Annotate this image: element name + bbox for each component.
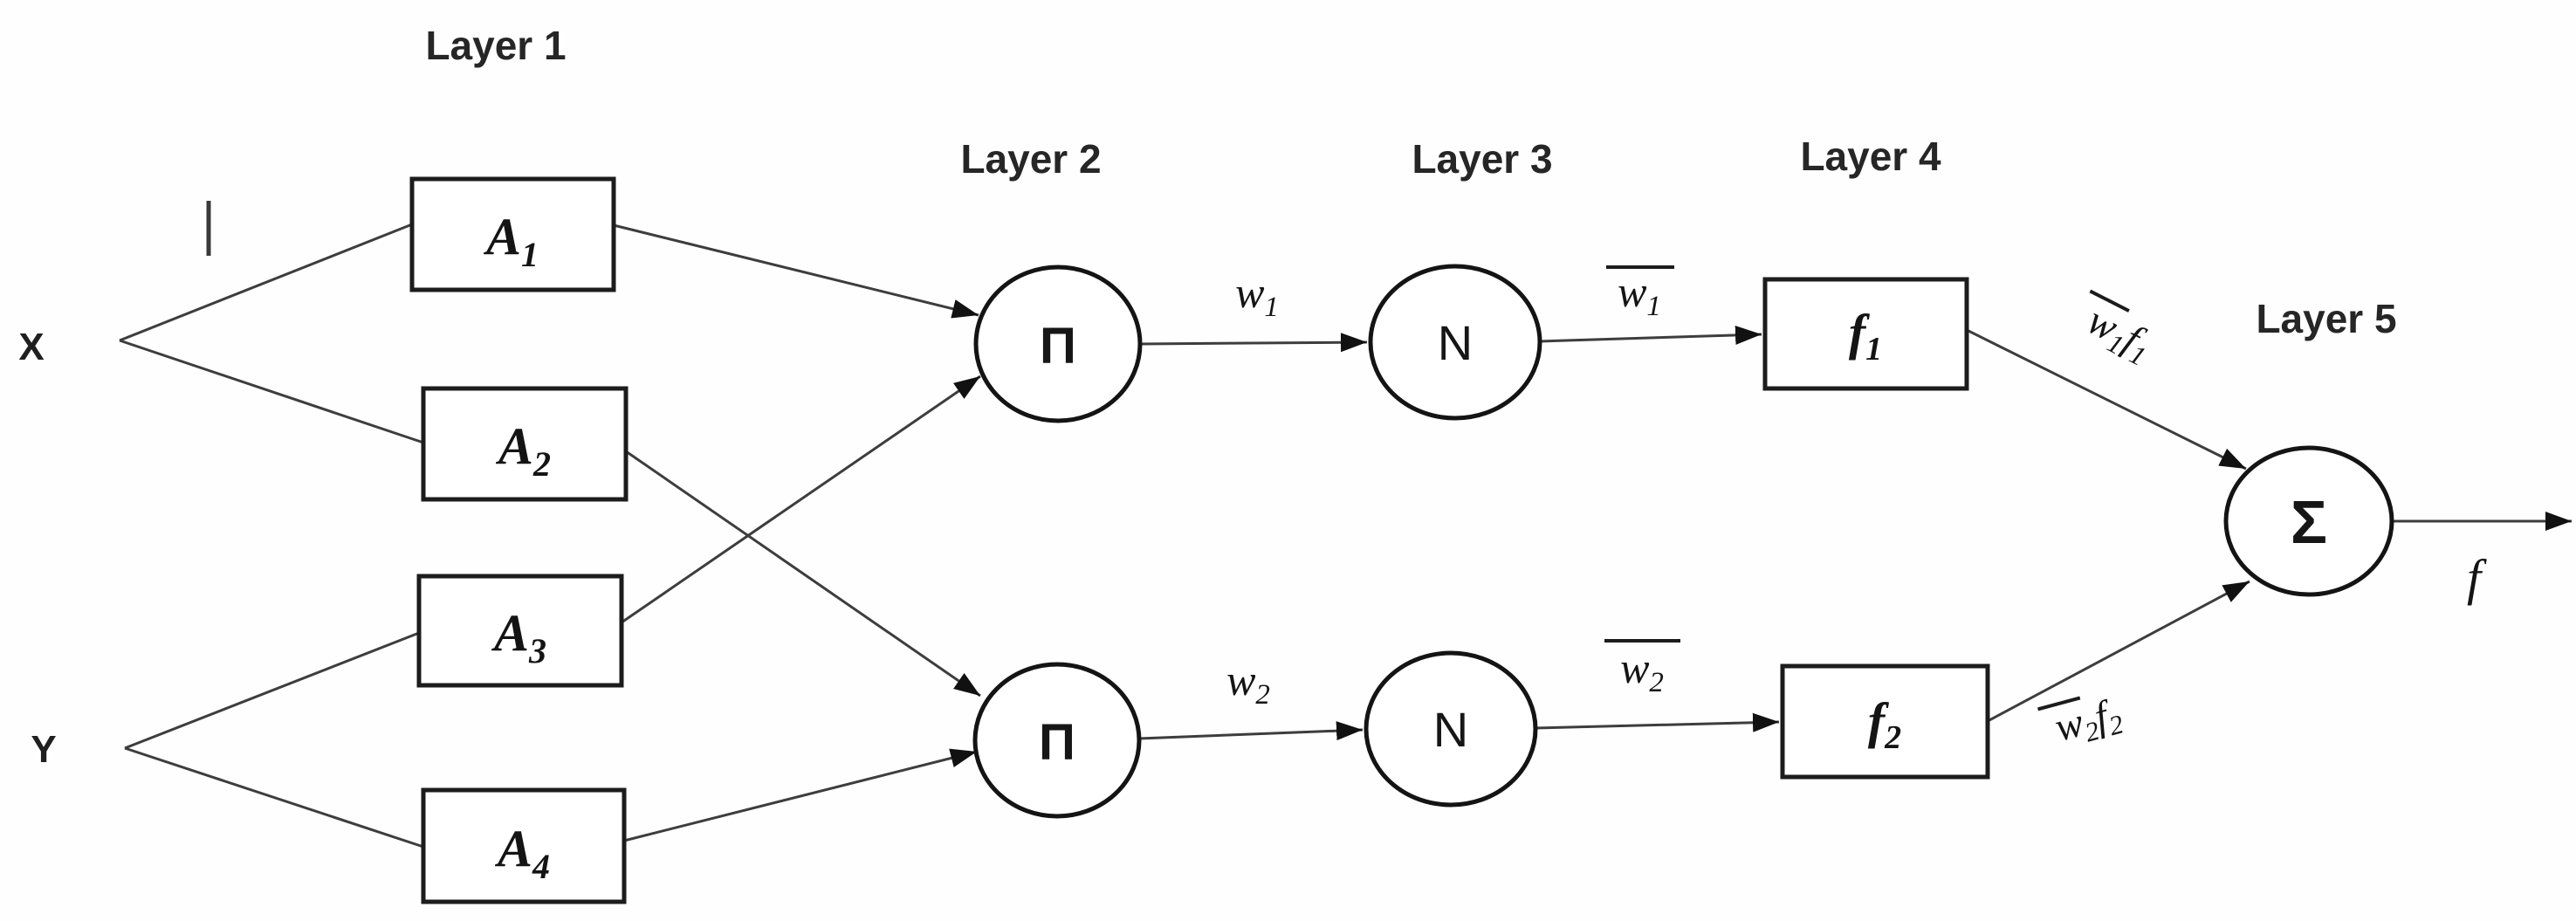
edge-a3-to-pi1 [621, 375, 981, 624]
output-f-label: f [2467, 549, 2487, 606]
node-a1-label: A1 [483, 208, 539, 274]
edge-label-wbar1: w1 [1618, 267, 1661, 322]
node-pi2-circle [972, 662, 1142, 819]
wbar1f1-overline [2089, 289, 2130, 313]
node-a3-box [416, 574, 624, 688]
edge-y-to-a4 [124, 746, 424, 849]
wbar1-base: w [1618, 267, 1646, 316]
node-f2-box [1780, 663, 1990, 780]
node-a1-sub: 1 [521, 235, 539, 274]
input-x-label: X [18, 326, 44, 368]
wbar2f2-overline [2037, 696, 2081, 711]
edge-label-w2: w2 [1226, 656, 1270, 711]
w1-base: w [1235, 268, 1264, 317]
layer-1-caption: Layer 1 [425, 23, 566, 68]
edge-n2-to-f2 [1535, 712, 1780, 732]
wbar1-sub: 1 [1646, 291, 1661, 322]
node-a2-base: A [495, 417, 533, 475]
edge-x-to-a1 [119, 223, 413, 342]
node-a3-sub: 3 [528, 631, 546, 670]
node-pi1-circle [973, 265, 1143, 423]
edge-x-to-a2 [119, 339, 424, 444]
layer-5-caption: Layer 5 [2256, 296, 2396, 341]
normalization-icon: N [1433, 702, 1468, 757]
node-n2-circle [1364, 650, 1538, 808]
node-n1-circle [1368, 264, 1542, 421]
edge-label-wbar1f1: w1f1 [2078, 298, 2160, 372]
input-y-label: Y [31, 728, 56, 771]
layer-2-caption: Layer 2 [960, 136, 1101, 182]
node-a2-box [421, 386, 629, 502]
summation-icon: Σ [2291, 488, 2327, 556]
wbar2-base: w [1620, 643, 1649, 692]
node-a4-label: A4 [494, 820, 550, 886]
node-a3-label: A3 [491, 604, 546, 670]
edge-label-wbar1f1-group: w1f1 [2078, 289, 2160, 372]
layer-3-caption: Layer 3 [1412, 136, 1552, 182]
product-icon: Π [1040, 318, 1076, 375]
edge-label-wbar2f2-group: w2f2 [2037, 690, 2127, 755]
node-f1-sub: 1 [1865, 331, 1882, 368]
node-a4-box [421, 787, 627, 904]
node-a4-sub: 4 [532, 847, 550, 886]
product-icon: Π [1039, 714, 1075, 771]
edge-label-wbar2f2: w2f2 [2050, 690, 2127, 755]
node-a3-base: A [491, 604, 529, 662]
wbar2-sub: 2 [1649, 667, 1664, 698]
edge-pi2-to-n2 [1138, 721, 1364, 741]
edge-a1-to-pi1 [613, 223, 979, 319]
edge-f1-to-sigma [1966, 328, 2247, 471]
edge-label-wbar2: w2 [1620, 643, 1664, 698]
edge-y-to-a3 [124, 631, 420, 750]
w2-sub: 2 [1255, 679, 1270, 711]
normalization-icon: N [1438, 315, 1473, 370]
node-f1-box [1762, 277, 1969, 391]
node-a1-base: A [483, 208, 521, 265]
w2-base: w [1226, 656, 1255, 704]
w1-sub: 1 [1264, 292, 1279, 323]
node-a2-sub: 2 [532, 444, 551, 484]
edge-a4-to-pi2 [623, 748, 978, 842]
node-f2-label: f2 [1868, 692, 1901, 756]
edge-label-w1: w1 [1235, 268, 1279, 323]
node-sigma-circle [2223, 445, 2394, 597]
edge-f2-to-sigma [1987, 580, 2250, 723]
edge-n1-to-f1 [1539, 325, 1762, 345]
node-f2-sub: 2 [1884, 719, 1901, 756]
layer-4-caption: Layer 4 [1800, 134, 1941, 179]
node-a1-box [409, 176, 616, 292]
node-a4-base: A [494, 820, 532, 877]
edge-a2-to-pi2 [625, 450, 981, 698]
node-a2-label: A2 [495, 417, 551, 484]
edge-pi1-to-n1 [1139, 333, 1368, 353]
